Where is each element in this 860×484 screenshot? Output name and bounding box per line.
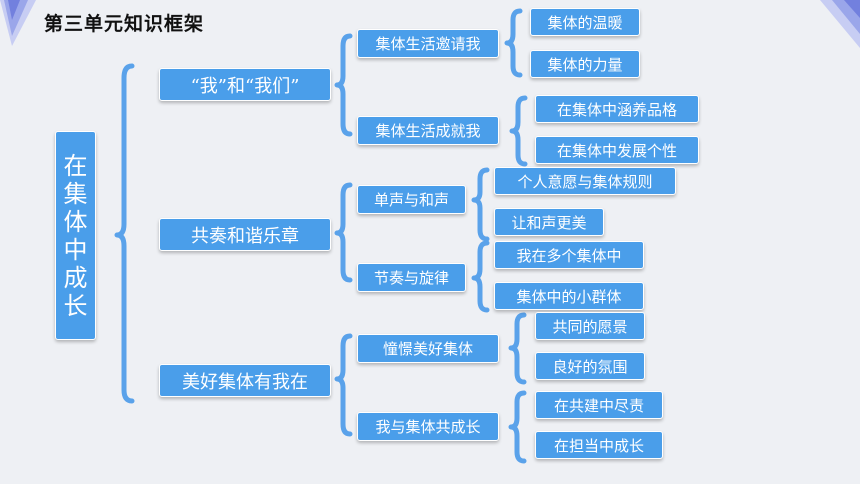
root-char: 中 [63,235,88,264]
item-node: 在集体中涵养品格 [535,95,699,123]
page-title: 第三单元知识框架 [44,13,205,35]
corner-decoration-left [0,0,36,46]
section-node: 共奏和谐乐章 [159,218,331,251]
item-node: 集体中的小群体 [494,282,644,310]
item-node: 集体的温暖 [530,8,640,36]
topic-node: 集体生活成就我 [357,116,499,145]
item-node: 共同的愿景 [535,312,645,340]
topic-node: 集体生活邀请我 [357,29,499,58]
topic-node: 单声与和声 [357,185,466,214]
item-node: 在共建中尽责 [535,391,663,419]
item-node: 在集体中发展个性 [535,136,699,164]
item-node: 集体的力量 [530,50,640,78]
topic-node: 节奏与旋律 [357,263,466,292]
root-char: 成 [63,263,88,292]
root-char: 体 [63,207,88,236]
item-node: 在担当中成长 [535,431,663,459]
corner-decoration-right [820,0,860,48]
item-node: 良好的氛围 [535,352,645,380]
item-node: 让和声更美 [494,208,604,236]
item-node: 我在多个集体中 [494,241,644,269]
root-char: 集 [63,179,88,208]
topic-node: 我与集体共成长 [357,412,499,441]
section-node: 美好集体有我在 [159,364,331,397]
root-char: 在 [63,151,88,180]
root-char: 长 [63,291,88,320]
topic-node: 憧憬美好集体 [357,334,499,363]
item-node: 个人意愿与集体规则 [494,167,676,195]
root-node: 在 集 体 中 成 长 [55,131,96,340]
section-node: “我”和“我们” [159,68,331,101]
